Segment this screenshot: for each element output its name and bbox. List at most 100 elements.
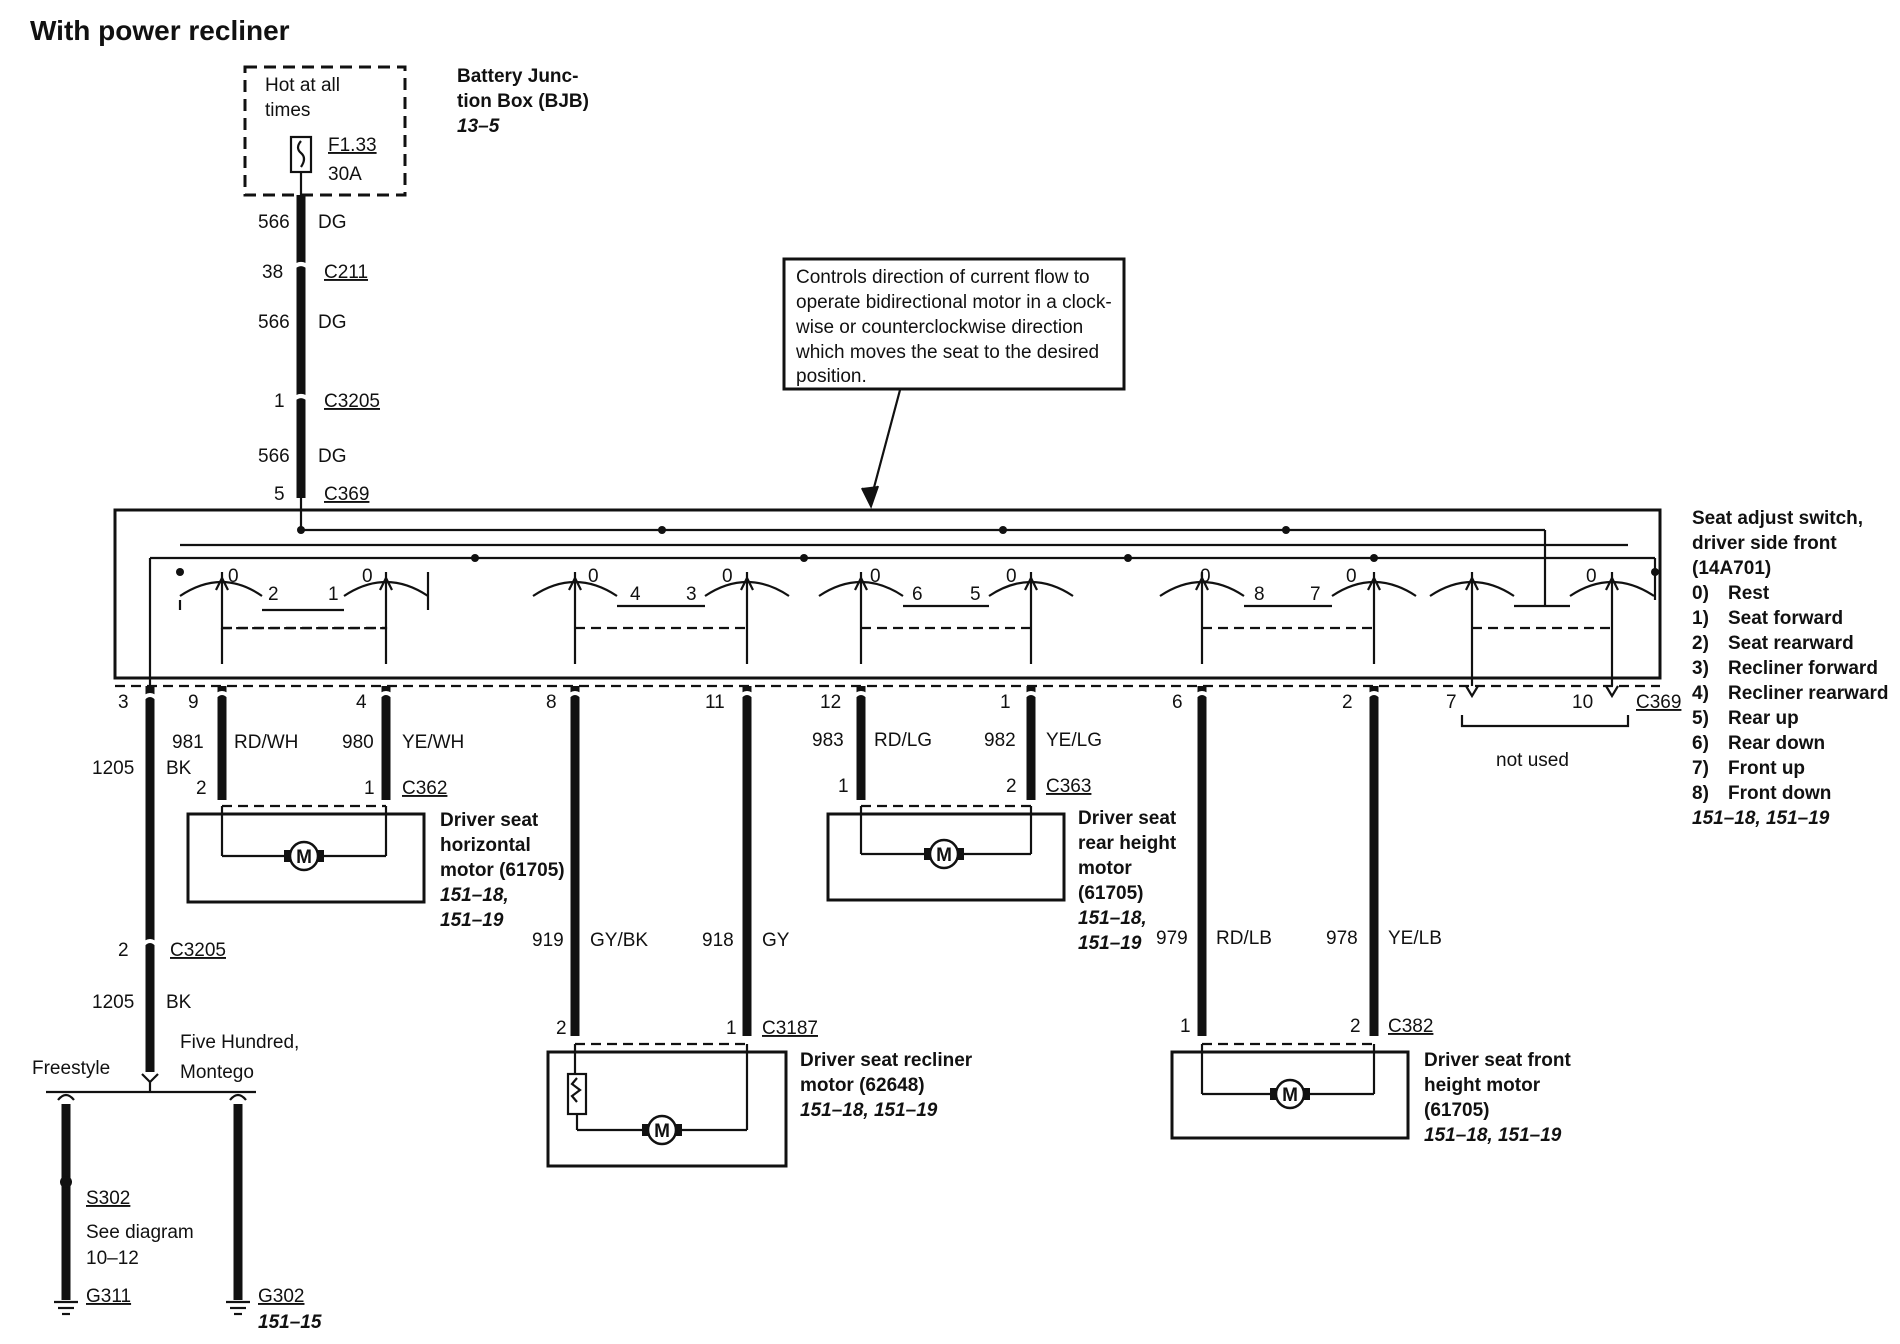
connector-c211: C211: [324, 262, 368, 283]
switch-ref: 151–18, 151–19: [1692, 808, 1830, 829]
legend-item: Rear up: [1728, 708, 1799, 729]
svg-text:0): 0): [1692, 583, 1709, 604]
motor-name: (61705): [1424, 1100, 1490, 1121]
not-used-label: not used: [1496, 750, 1569, 771]
pin-label: 1: [838, 776, 849, 797]
wire-circuit: 982: [984, 730, 1016, 751]
wire-color: GY/BK: [590, 930, 648, 951]
callout-line: which moves the seat to the desired: [795, 342, 1099, 363]
feed-color-1: DG: [318, 212, 347, 233]
connector-c369-top: C369: [324, 484, 369, 505]
motor-name: Driver seat front: [1424, 1050, 1571, 1071]
seat-adjust-switch: 0 2 1 0 0 4 3 0 0 6 5 0 0 8 7 0 0: [113, 498, 1662, 680]
pin-label: 1: [1180, 1016, 1191, 1037]
switch-contact-recliner: [532, 572, 790, 664]
legend-item: Seat forward: [1728, 608, 1843, 629]
motor-name: height motor: [1424, 1075, 1541, 1096]
ground-g302: G302: [258, 1286, 304, 1307]
motor-icon: M: [1270, 1078, 1310, 1110]
ground-wire: 1205 BK 2 C3205 1205 BK Five Hundred, Mo…: [32, 600, 322, 1333]
bjb-name-2: tion Box (BJB): [457, 91, 589, 112]
feed-pin-c211: 38: [262, 262, 283, 283]
splice-dot: [60, 1176, 72, 1188]
pin-label: 1: [364, 778, 375, 799]
motor-ref: 151–18, 151–19: [1424, 1125, 1562, 1146]
ground-circuit: 1205: [92, 758, 134, 779]
svg-text:M: M: [654, 1121, 670, 1142]
pin-label: 2: [1342, 692, 1353, 713]
callout-line: Controls direction of current flow to: [796, 267, 1090, 288]
position-label: 4: [630, 584, 641, 605]
position-label: 7: [1310, 584, 1321, 605]
svg-text:7): 7): [1692, 758, 1709, 779]
pin-label: 3: [118, 692, 129, 713]
switch-contact-unused: [1429, 572, 1655, 664]
svg-text:M: M: [936, 845, 952, 866]
fuse-id: F1.33: [328, 135, 377, 156]
position-label: 0: [722, 566, 733, 587]
see-diagram: See diagram: [86, 1222, 194, 1243]
feed-circuit-3: 566: [258, 446, 290, 467]
ground-color: BK: [166, 758, 192, 779]
svg-text:6): 6): [1692, 733, 1709, 754]
feed-pin-c369: 5: [274, 484, 285, 505]
position-label: 0: [1586, 566, 1597, 587]
ground-circuit-2: 1205: [92, 992, 134, 1013]
pin-label: 2: [1006, 776, 1017, 797]
svg-text:M: M: [1282, 1085, 1298, 1106]
svg-text:M: M: [296, 847, 312, 868]
not-used-bracket: [1460, 715, 1630, 728]
pin-label: 1: [726, 1018, 737, 1039]
wire-color: GY: [762, 930, 790, 951]
connector-c363: C363: [1046, 776, 1091, 797]
motor-name: Driver seat: [1078, 808, 1177, 829]
motor-ref: 151–19: [440, 910, 504, 931]
callout-note: Controls direction of current flow to op…: [782, 257, 1126, 509]
ground-g311: G311: [86, 1286, 131, 1307]
feed-color-3: DG: [318, 446, 347, 467]
legend-item: Front up: [1728, 758, 1805, 779]
wire-circuit: 918: [702, 930, 734, 951]
svg-text:5): 5): [1692, 708, 1709, 729]
position-label: 0: [362, 566, 373, 587]
switch-contact-horizontal: [178, 572, 430, 664]
legend-item: Rear down: [1728, 733, 1825, 754]
callout-line: position.: [796, 366, 867, 387]
motor-ref: 151–18, 151–19: [800, 1100, 938, 1121]
pin-label: 2: [556, 1018, 567, 1039]
position-label: 0: [228, 566, 239, 587]
bjb-ref: 13–5: [457, 116, 500, 137]
switch-part-number: (14A701): [1692, 558, 1771, 579]
connector-c3187: C3187: [762, 1018, 818, 1039]
pin-label: 10: [1572, 692, 1593, 713]
legend-item: Front down: [1728, 783, 1831, 804]
pin-label: 9: [188, 692, 199, 713]
pin-label: 11: [705, 692, 725, 713]
position-label: 0: [1200, 566, 1211, 587]
switch-contact-rear-height: [818, 572, 1074, 664]
pin-label: 7: [1446, 692, 1457, 713]
position-label: 0: [1346, 566, 1357, 587]
feed-color-2: DG: [318, 312, 347, 333]
rear-height-motor: 983 RD/LG 982 YE/LG 1 2 C363 M Driver se…: [812, 686, 1177, 954]
position-label: 5: [970, 584, 981, 605]
motor-ref: 151–18,: [1078, 908, 1147, 929]
position-label: 1: [328, 584, 339, 605]
wire-circuit: 978: [1326, 928, 1358, 949]
pin-label: 4: [356, 692, 367, 713]
pin-label: 6: [1172, 692, 1183, 713]
motor-ref: 151–18,: [440, 885, 509, 906]
motor-name: Driver seat: [440, 810, 539, 831]
ground-color-2: BK: [166, 992, 192, 1013]
callout-line: wise or counterclockwise direction: [795, 317, 1083, 338]
legend-item: Rest: [1728, 583, 1770, 604]
circuit-breaker-icon: [566, 1072, 588, 1116]
svg-text:8): 8): [1692, 783, 1709, 804]
wire-color: RD/LB: [1216, 928, 1272, 949]
wire-color: RD/LG: [874, 730, 932, 751]
wire-color: RD/WH: [234, 732, 298, 753]
arrow-icon: [861, 485, 880, 509]
motor-name: motor (62648): [800, 1075, 925, 1096]
page-title: With power recliner: [30, 15, 290, 46]
position-label: 3: [686, 584, 697, 605]
